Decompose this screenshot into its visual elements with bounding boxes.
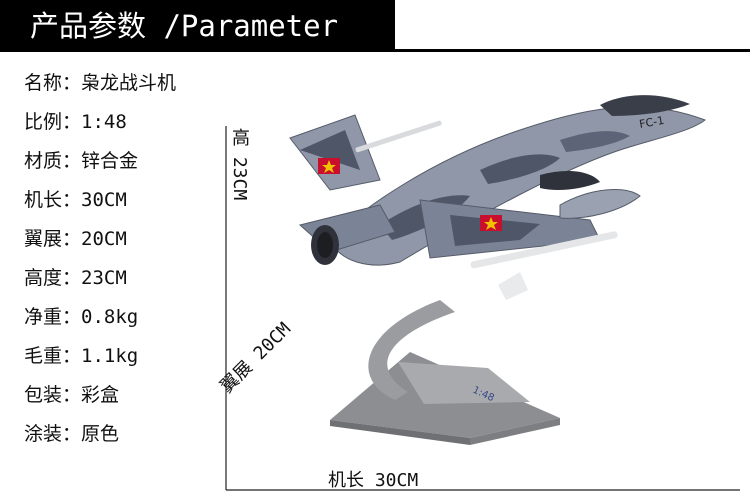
- spec-label: 翼展：: [24, 228, 82, 250]
- spec-row-packaging: 包装：彩盒: [24, 376, 234, 415]
- roundel-wing: [480, 215, 502, 231]
- spec-row-name: 名称：枭龙战斗机: [24, 64, 234, 103]
- spec-value: 彩盒: [81, 384, 120, 406]
- header-bar: [0, 0, 395, 52]
- roundel-tail: [318, 158, 340, 174]
- spec-label: 名称：: [24, 72, 82, 94]
- spec-label: 材质：: [24, 150, 82, 172]
- height-dimension-label: 高 23CM: [229, 128, 250, 201]
- spec-value: 1.1kg: [81, 345, 139, 367]
- header: 产品参数 /Parameter: [0, 0, 750, 55]
- spec-row-paint: 涂装：原色: [24, 415, 234, 454]
- tail-code-label: FC-1: [638, 114, 665, 131]
- page-title: 产品参数 /Parameter: [30, 9, 339, 43]
- spec-value: 枭龙战斗机: [81, 72, 177, 94]
- spec-row-scale: 比例：1:48: [24, 103, 234, 142]
- spec-value: 0.8kg: [81, 306, 139, 328]
- spec-row-gross-weight: 毛重：1.1kg: [24, 337, 234, 376]
- spec-value: 锌合金: [81, 150, 139, 172]
- spec-value: 30CM: [81, 189, 127, 211]
- spec-row-material: 材质：锌合金: [24, 142, 234, 181]
- header-underline: [395, 49, 750, 52]
- spec-label: 净重：: [24, 306, 82, 328]
- spec-value: 原色: [81, 423, 120, 445]
- spec-row-length: 机长：30CM: [24, 181, 234, 220]
- spec-label: 高度：: [24, 267, 82, 289]
- spec-value: 23CM: [81, 267, 127, 289]
- spec-label: 包装：: [24, 384, 82, 406]
- spec-label: 机长：: [24, 189, 82, 211]
- spec-label: 涂装：: [24, 423, 82, 445]
- length-dimension-label: 机长 30CM: [328, 470, 419, 491]
- spec-row-wingspan: 翼展：20CM: [24, 220, 234, 259]
- spec-value: 20CM: [81, 228, 127, 250]
- spec-row-net-weight: 净重：0.8kg: [24, 298, 234, 337]
- spec-list: 名称：枭龙战斗机 比例：1:48 材质：锌合金 机长：30CM 翼展：20CM …: [24, 64, 234, 454]
- fighter-jet-model: FC-1: [289, 95, 706, 300]
- display-stand: 1:48: [330, 300, 560, 445]
- spec-row-height: 高度：23CM: [24, 259, 234, 298]
- spec-label: 毛重：: [24, 345, 82, 367]
- spec-value: 1:48: [81, 111, 127, 133]
- spec-label: 比例：: [24, 111, 82, 133]
